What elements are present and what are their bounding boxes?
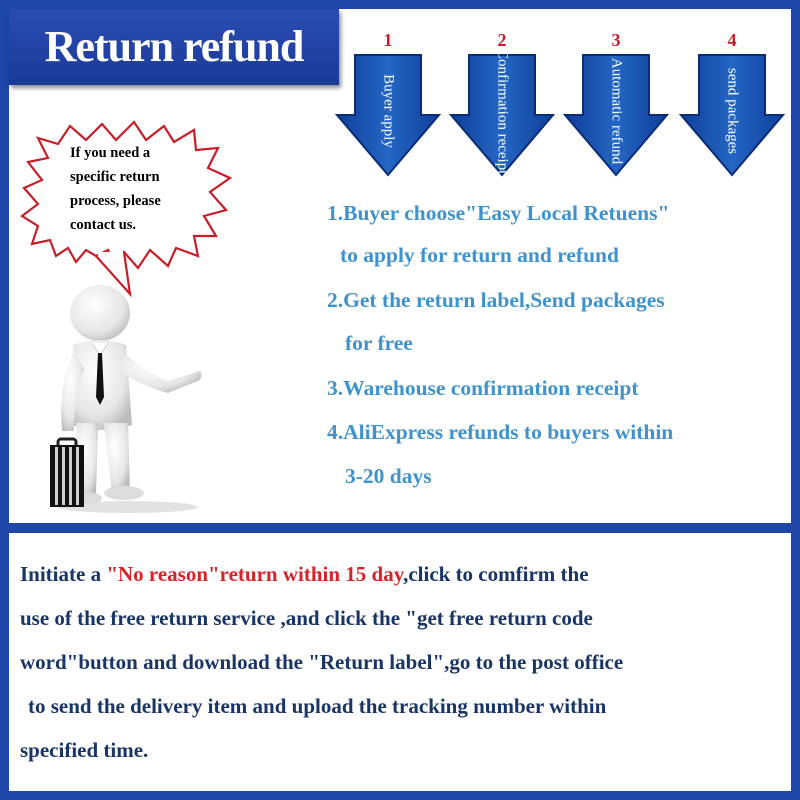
step-text-4-cont: 3-20 days: [345, 464, 432, 488]
step-text-2-cont: for free: [345, 331, 413, 355]
step-number-1: 1: [383, 30, 393, 50]
step-number-2: 2: [497, 30, 507, 50]
bottom-line-1: Initiate a "No reason"return within 15 d…: [20, 562, 589, 587]
briefcase-icon: [50, 437, 84, 507]
bottom-text: ,click to comfirm the: [403, 562, 589, 586]
step-text-4: 4.AliExpress refunds to buyers within: [327, 420, 674, 444]
down-arrow-icon: [562, 54, 670, 177]
arrow-step-1: Buyer apply: [333, 53, 443, 177]
down-arrow-icon: [678, 54, 786, 177]
bubble-line: If you need a: [70, 145, 151, 161]
title-banner: Return refund steps: [9, 9, 339, 147]
bubble-line: process, please: [70, 193, 161, 209]
bubble-line: contact us.: [70, 217, 137, 233]
speech-bubble: [20, 120, 233, 298]
arrow-label: send packages: [724, 67, 741, 155]
arrow-step-3: Automatic refund: [561, 53, 671, 177]
step-text-2: 2.Get the return label,Send packages: [327, 288, 665, 312]
bottom-text: Initiate a: [20, 562, 107, 586]
arrow-label: Automatic refund: [608, 57, 625, 165]
step-text-1: 1.Buyer choose"Easy Local Retuens": [327, 201, 670, 225]
bottom-line-4: to send the delivery item and upload the…: [28, 694, 607, 718]
down-arrow-icon: [448, 54, 556, 177]
arrow-step-2: Confirmation receipt: [447, 49, 557, 177]
bottom-panel: [9, 533, 791, 791]
bottom-line-2: use of the free return service ,and clic…: [20, 606, 593, 630]
bottom-line-5: specified time.: [20, 738, 149, 762]
arrow-label: Buyer apply: [380, 74, 397, 148]
page-title: Return refund steps: [44, 22, 305, 147]
step-number-3: 3: [611, 30, 621, 50]
bubble-line: specific return: [70, 169, 160, 185]
step-number-4: 4: [727, 30, 737, 50]
arrow-step-4: send packages: [677, 53, 787, 177]
highlight-text: "No reason"return within 15 day: [106, 562, 404, 586]
bubble-text: If you need a specific return process, p…: [70, 141, 210, 237]
bottom-line-3: word"button and download the "Return lab…: [20, 650, 624, 674]
arrow-label: Confirmation receipt: [494, 49, 511, 175]
step-text-3: 3.Warehouse confirmation receipt: [327, 376, 639, 400]
step-text-1-cont: to apply for return and refund: [340, 243, 619, 267]
down-arrow-icon: [334, 54, 442, 177]
